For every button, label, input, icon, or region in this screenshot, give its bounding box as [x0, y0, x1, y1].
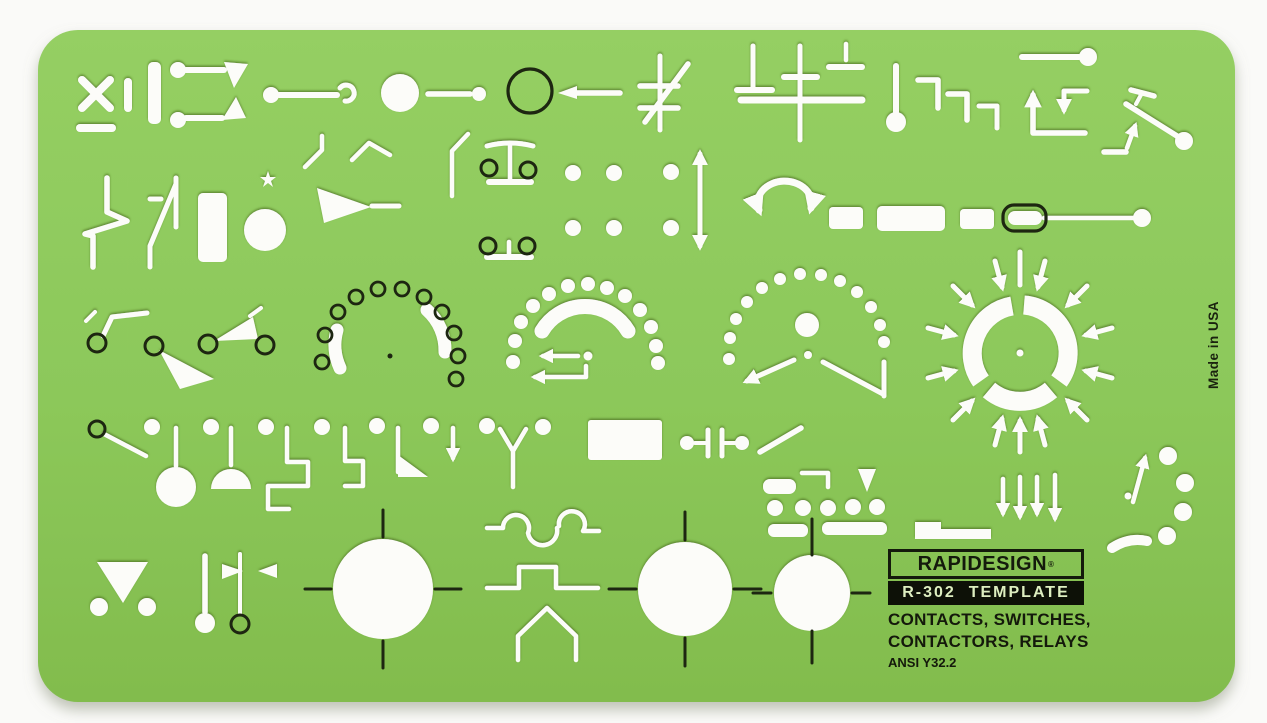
relay-coil-rect-icon — [588, 420, 662, 460]
brand-name: RAPIDESIGN — [917, 552, 1048, 575]
dot-grid-icon — [565, 164, 679, 236]
dots-arc-icon — [1158, 447, 1194, 545]
capacitor-stack-icon — [734, 41, 866, 143]
slash-line-icon — [757, 425, 804, 455]
cartridge-line-ball-icon — [1008, 209, 1151, 227]
hook-contacts-icon — [915, 77, 1000, 131]
zigzag-drop-double-icon — [265, 425, 311, 512]
line-ball-icon — [1019, 48, 1097, 66]
standard-label: ANSI Y32.2 — [888, 655, 957, 670]
registration-circle-large-icon — [333, 539, 433, 639]
knife-tee-upper-icon — [484, 140, 536, 185]
bar-tall-icon — [148, 62, 161, 124]
step-bar-icon — [915, 522, 991, 539]
title-line-1: CONTACTS, SWITCHES, — [888, 610, 1091, 629]
arrow-corner-up-icon — [1024, 89, 1088, 136]
arc-segment-icon — [1107, 534, 1152, 553]
rotary-switch-engraved-icon — [328, 303, 452, 375]
bent-line-icon — [449, 131, 471, 199]
engraved-marks — [86, 67, 1048, 670]
lamp-drop-icon — [156, 425, 196, 507]
capacitor-slash-icon — [637, 53, 691, 133]
bent-ticks-icon — [302, 133, 393, 170]
lever-rings-icon — [84, 306, 263, 389]
pushbutton-star-circle-icon — [244, 171, 286, 251]
wedge-flag-icon — [317, 188, 402, 223]
shielded-contact-icon — [425, 86, 623, 101]
diag-arrow-dot-icon — [1124, 453, 1150, 505]
down-arrows-icon — [995, 472, 1063, 523]
knife-tee-lower-icon — [484, 239, 534, 260]
label-block: RAPIDESIGN® R-302 TEMPLATE CONTACTS, SWI… — [888, 549, 1091, 670]
registered-mark: ® — [1048, 559, 1055, 569]
coil-bar-icon — [198, 193, 227, 262]
bars-and-dots-icon — [763, 469, 887, 537]
corner-arrow-down-icon — [1055, 88, 1090, 115]
knife-switch-icon — [1101, 87, 1193, 155]
line-hook-contact-icon — [263, 82, 357, 104]
brand-box: RAPIDESIGN® — [888, 549, 1084, 579]
registration-circle-small-icon — [774, 555, 850, 631]
registration-circle-medium-icon — [638, 542, 732, 636]
wye-drop-icon — [497, 426, 529, 490]
selector-ring-arrows-icon — [925, 249, 1115, 455]
rect-contacts-icon — [829, 206, 994, 231]
model-box: R-302 TEMPLATE — [888, 581, 1084, 605]
plunger-ball-icon — [886, 63, 906, 132]
zigzag-drop-single-icon — [342, 425, 366, 489]
tent-wave-icon — [515, 605, 579, 663]
made-in-usa-label: Made in USA — [1206, 301, 1221, 390]
rotary-switch-pivot-icon — [723, 268, 890, 399]
plunger-lines-icon — [195, 552, 277, 633]
ring-line-lamp-icon — [101, 431, 149, 459]
triangle-dots-icon — [90, 562, 156, 616]
interlock-loops-icon — [484, 509, 602, 548]
rotary-switch-solid-icon — [506, 277, 665, 385]
pulse-wave-icon — [484, 564, 601, 591]
dots-row-icon — [144, 418, 551, 435]
contact-break-icon — [170, 97, 246, 128]
rotation-arrow-icon — [742, 177, 826, 217]
capacitor-contacts-icon — [680, 427, 749, 459]
flag-drop-icon — [395, 425, 428, 477]
breaker-zigzag-icon — [82, 175, 130, 270]
title-line-2: CONTACTORS, RELAYS — [888, 632, 1089, 651]
breaker-n-icon — [147, 175, 179, 270]
x-mark-icon — [76, 76, 116, 132]
hole-circle-large-icon — [381, 74, 419, 112]
model-number: R-302 TEMPLATE — [902, 584, 1070, 601]
dome-drop-icon — [211, 425, 251, 489]
contact-make-icon — [170, 62, 248, 88]
